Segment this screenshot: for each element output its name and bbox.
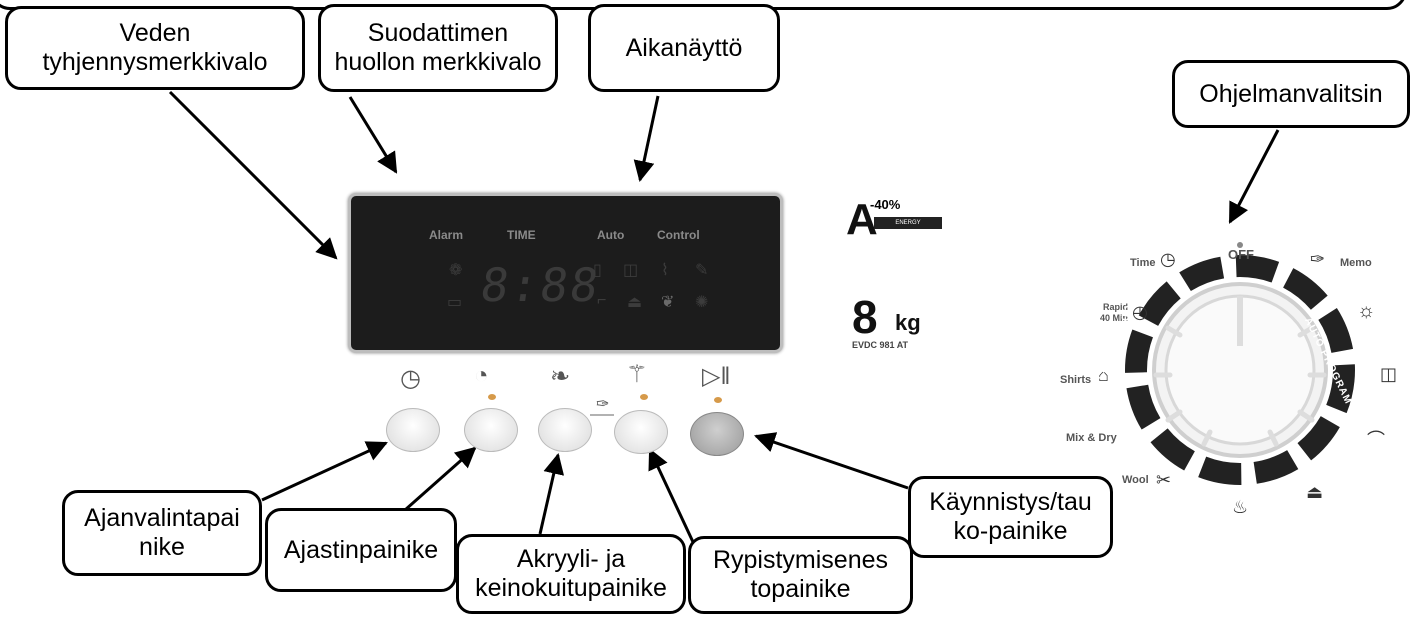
pin-icon: ✑ [596, 396, 610, 413]
arrow-filter [348, 96, 398, 174]
energy-badge: A -40% ENERGY [846, 195, 942, 245]
callout-anticrease-button: Rypistymisenes topainike [688, 536, 913, 614]
filter-indicator-icon: ❁ [449, 262, 463, 279]
arrow-anticrease [648, 448, 695, 543]
callout-timer-button: Ajastinpainike [265, 508, 457, 592]
clock-icon: ◷ [400, 365, 421, 392]
callout-program-selector: Ohjelmanvalitsin [1172, 60, 1410, 128]
time-digits: 8:88 [477, 258, 604, 312]
auto-dry-icon: ▯ [593, 262, 602, 279]
dial-mixdry-label: Mix & Dry [1066, 432, 1117, 444]
dial-memo-label: Memo [1340, 257, 1372, 269]
dial-wool-label: Wool [1122, 474, 1149, 486]
start-pause-button[interactable] [690, 412, 744, 456]
energy-letter: A [846, 195, 878, 244]
anticrease-icon: ⚚ [626, 361, 648, 388]
arrow-time-select [261, 441, 388, 502]
arrow-acrylic [538, 452, 565, 535]
arrow-time-display [633, 95, 660, 183]
acrylic-button[interactable] [538, 408, 592, 452]
arrow-timer [404, 446, 477, 512]
arrow-start-pause [754, 432, 909, 490]
dial-shirt-icon: ⌂ [1098, 365, 1109, 385]
arrow-program-selector [1228, 129, 1280, 224]
time-select-button[interactable] [386, 408, 440, 452]
model-number: EVDC 981 AT [852, 340, 909, 350]
auto-cupboard-icon: ◫ [623, 262, 639, 279]
capacity-number: 8 [852, 291, 878, 343]
energy-percent: -40% [870, 197, 901, 212]
energy-word: ENERGY [874, 217, 942, 229]
arrow-water-drain [168, 90, 338, 260]
auto-hanger-icon: ⌐ [597, 292, 607, 309]
dial-rapid-icon: ◴ [1132, 302, 1148, 322]
dial-rapid-label: Rapid 40 Min [1099, 302, 1128, 323]
anticrease-led [640, 394, 648, 400]
program-dial [1125, 242, 1355, 485]
dial-time-label: Time [1130, 257, 1156, 269]
timer-button[interactable] [464, 408, 518, 452]
play-pause-icon: ▷‖ [702, 363, 731, 390]
timer-led [488, 394, 496, 400]
dial-iron-icon: ⏏ [1306, 482, 1324, 502]
dial-hanger-icon: ⌒ [1367, 430, 1385, 450]
auto-iron-icon: ⏏ [627, 294, 643, 311]
callout-time-display: Aikanäyttö [588, 4, 780, 92]
lcd-display: Alarm TIME Auto Control ❁ ▭ 8:88 ▯ ◫ ⌇ ✎… [348, 193, 783, 353]
control-crease-icon: ✺ [695, 294, 709, 311]
dial-cupboard-icon: ◫ [1380, 364, 1398, 384]
control-feather-icon: ✎ [695, 262, 709, 279]
callout-time-select-button: Ajanvalintapai nike [62, 490, 262, 576]
callout-start-pause-button: Käynnistys/tau ko-painike [908, 476, 1113, 558]
dial-off-label: OFF [1228, 247, 1254, 262]
anticrease-button[interactable] [614, 410, 668, 454]
display-label-control: Control [657, 228, 700, 242]
start-led [714, 397, 722, 403]
dial-memo-icon: ✑ [1310, 249, 1326, 269]
callout-water-drain-light: Veden tyhjennysmerkkivalo [5, 6, 305, 90]
capacity-unit: kg [895, 310, 921, 335]
display-label-auto: Auto [597, 228, 625, 242]
dial-sun-icon: ☼ [1357, 300, 1376, 322]
control-pin-icon: ⌇ [661, 262, 669, 279]
display-label-alarm: Alarm [429, 228, 464, 242]
dial-shirts-label: Shirts [1060, 374, 1092, 386]
timer-icon: ◔ [474, 362, 489, 389]
control-leaf-icon: ❦ [661, 294, 675, 311]
display-label-time: TIME [507, 228, 536, 242]
dial-time-icon: ◷ [1160, 249, 1176, 269]
callout-acrylic-button: Akryyli- ja keinokuitupainike [456, 534, 686, 614]
callout-filter-light: Suodattimen huollon merkkivalo [318, 4, 558, 92]
dial-refresh-icon: ♨ [1232, 497, 1249, 517]
feather-icon: ❧ [550, 363, 571, 390]
dial-wool-icon: ✂ [1156, 470, 1172, 490]
water-drain-indicator-icon: ▭ [447, 294, 463, 311]
